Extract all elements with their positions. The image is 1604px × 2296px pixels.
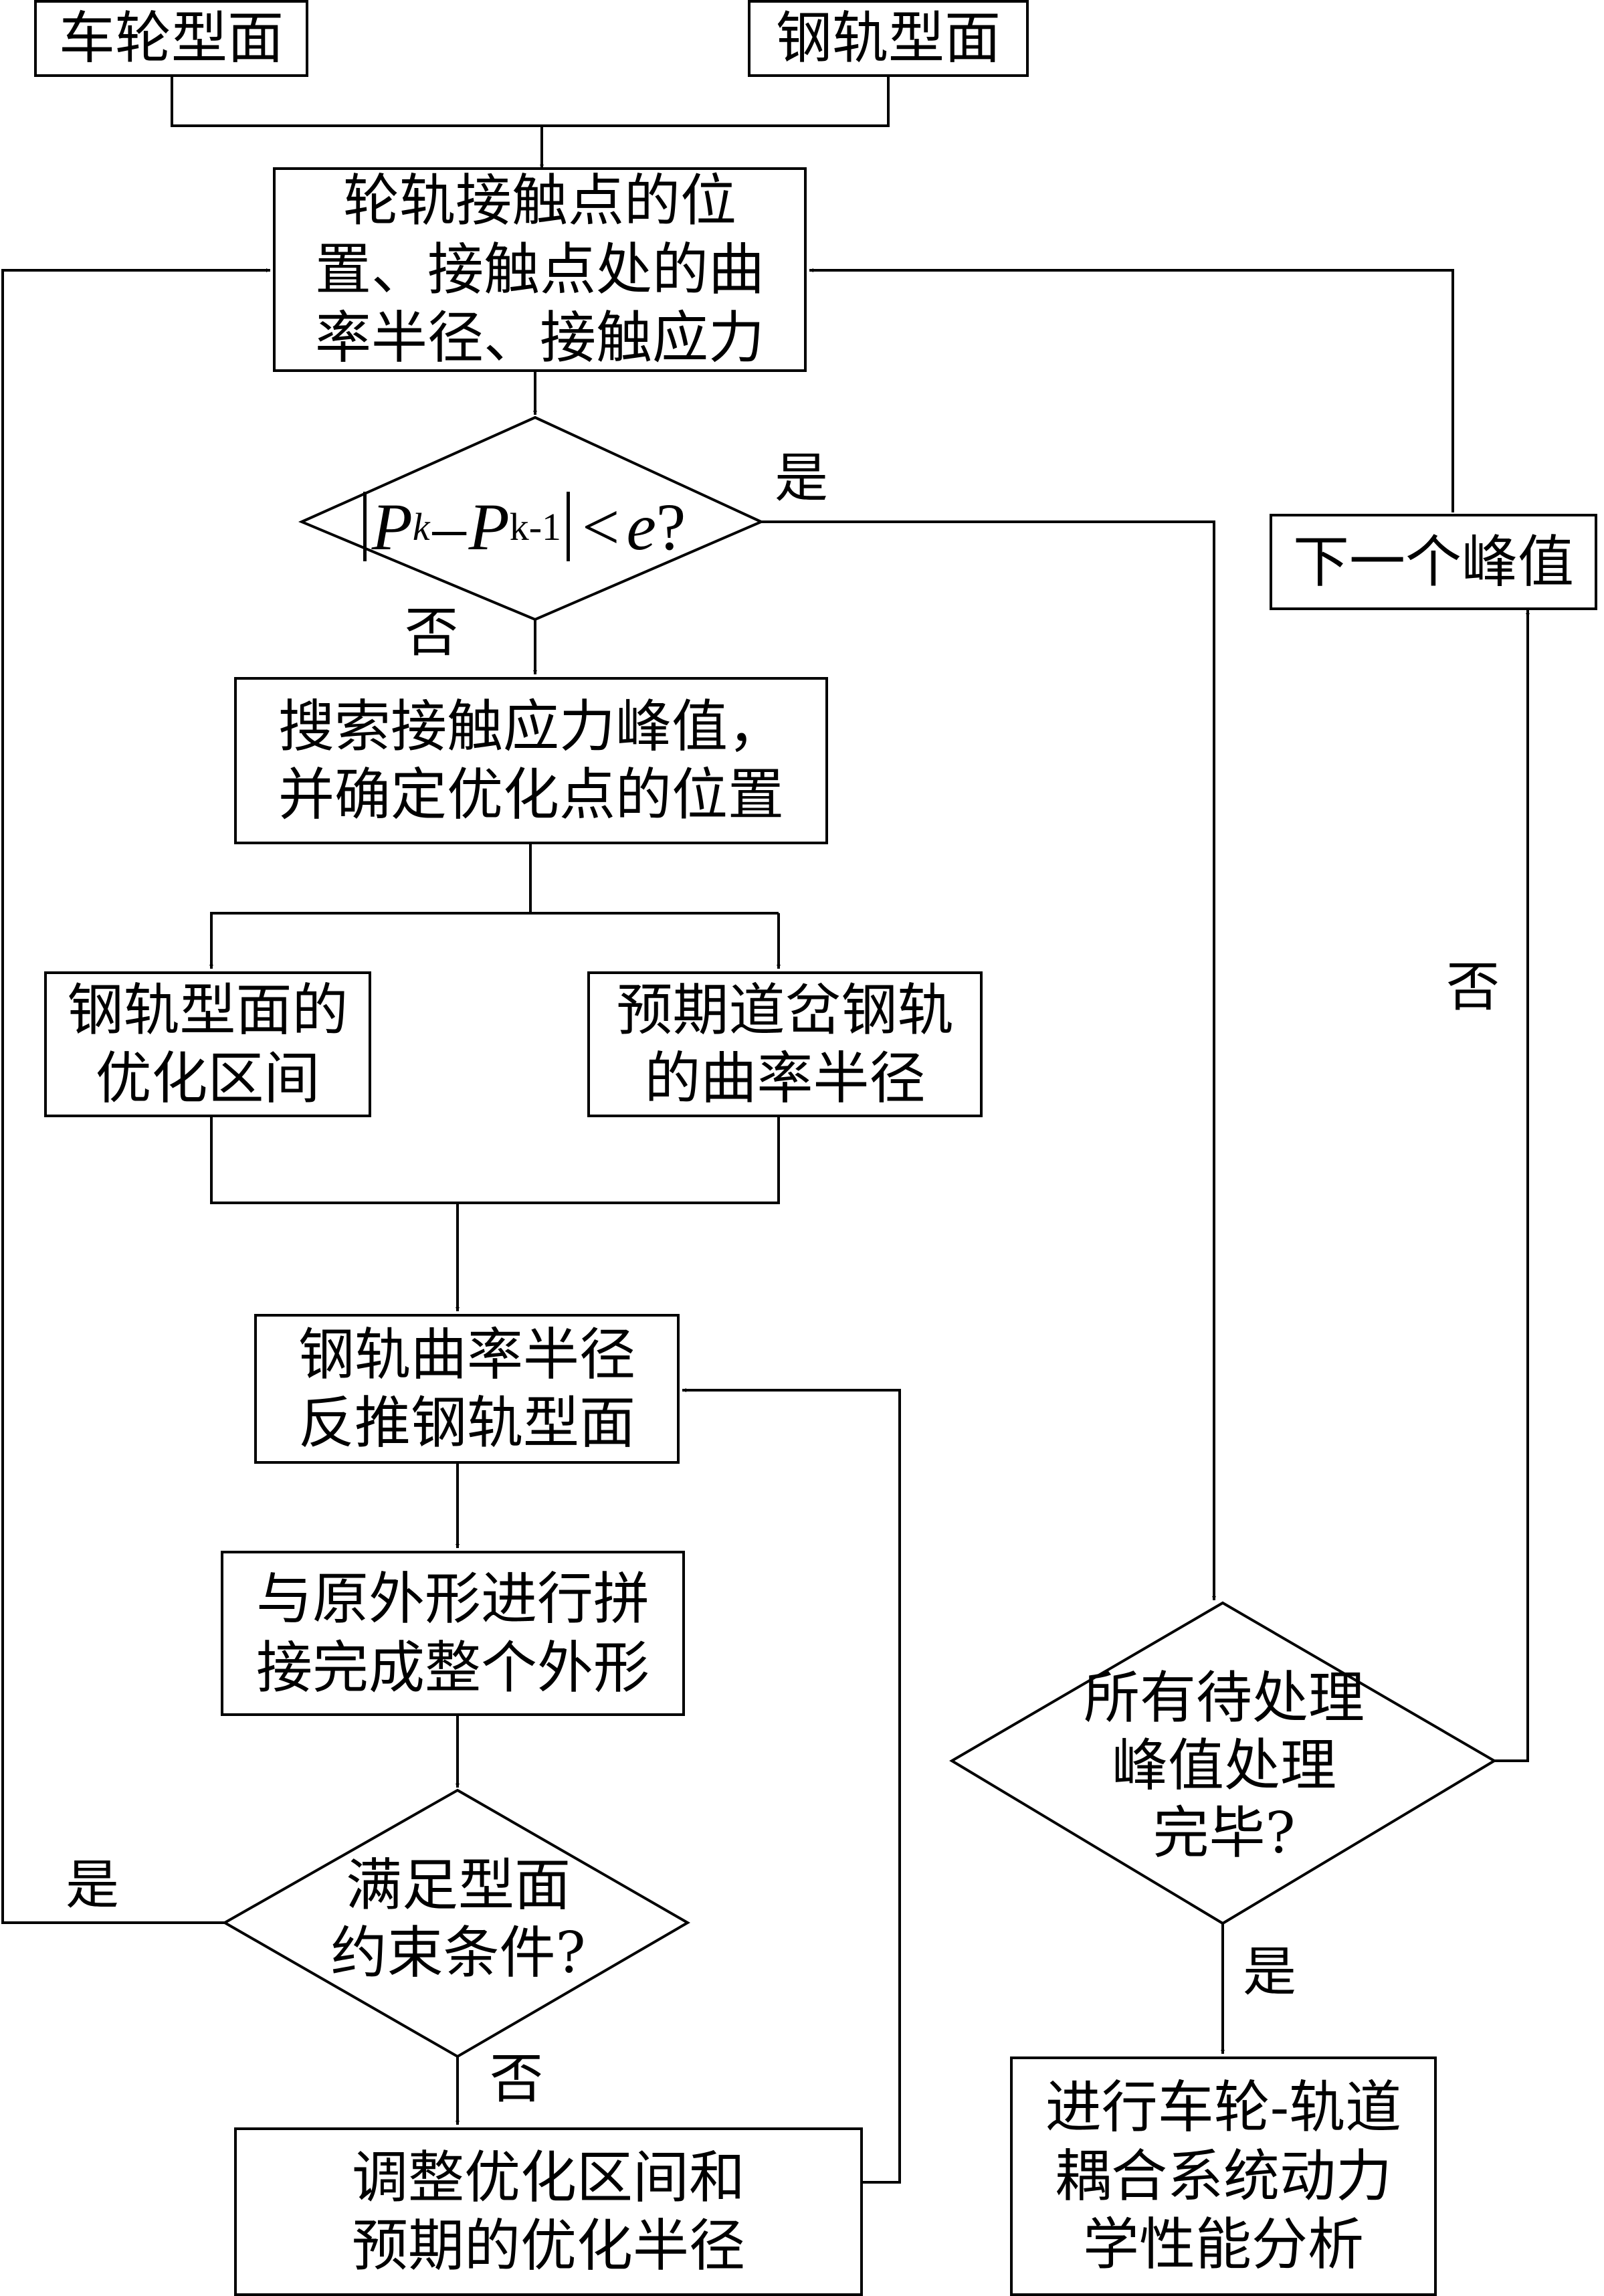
dynamics-line-2: 耦合系统动力 xyxy=(1054,2143,1392,2209)
arrow-constraint-yes-to-contact xyxy=(1,268,270,1924)
node-inverse-profile: 钢轨曲率半径 反推钢轨型面 xyxy=(254,1314,680,1464)
all-done-line-3: 完毕? xyxy=(1152,1800,1296,1866)
node-splice-profile: 与原外形进行拼 接完成整个外形 xyxy=(221,1551,685,1716)
node-search-peak: 搜索接触应力峰值， 并确定优化点的位置 xyxy=(234,677,828,844)
symbol-k: k xyxy=(412,504,430,549)
expected-line-2: 的曲率半径 xyxy=(644,1046,926,1111)
constraint-line-1: 满足型面 xyxy=(345,1852,571,1918)
expected-line-1: 预期道岔钢轨 xyxy=(616,977,954,1043)
node-optimization-interval: 钢轨型面的 优化区间 xyxy=(44,971,371,1117)
adjust-line-2: 预期的优化半径 xyxy=(351,2213,745,2279)
splice-line-2: 接完成整个外形 xyxy=(256,1634,649,1701)
dynamics-line-1: 进行车轮-轨道 xyxy=(1045,2075,1402,2141)
search-line-2: 并确定优化点的位置 xyxy=(278,762,784,828)
rail-profile-label: 钢轨型面 xyxy=(775,5,1001,72)
all-done-check-text: 所有待处理 峰值处理 完毕? xyxy=(1023,1664,1425,1867)
node-wheel-profile: 车轮型面 xyxy=(34,0,308,77)
dynamics-line-3: 学性能分析 xyxy=(1082,2212,1364,2278)
inverse-line-2: 反推钢轨型面 xyxy=(298,1390,635,1456)
node-next-peak: 下一个峰值 xyxy=(1270,514,1597,610)
symbol-p-prev: P xyxy=(468,489,510,564)
node-dynamics-analysis: 进行车轮-轨道 耦合系统动力 学性能分析 xyxy=(1010,2056,1437,2296)
symbol-minus: – xyxy=(432,489,466,564)
constraint-line-2: 约束条件? xyxy=(330,1919,586,1986)
splice-line-1: 与原外形进行拼 xyxy=(256,1566,649,1632)
constraint-check-text: 满足型面 约束条件? xyxy=(288,1852,629,1987)
abs-bar-right xyxy=(567,492,571,561)
label-yes-convergence: 是 xyxy=(775,447,828,509)
label-yes-all-done: 是 xyxy=(1243,1941,1296,2003)
node-adjust-parameters: 调整优化区间和 预期的优化半径 xyxy=(234,2127,863,2296)
label-no-convergence: 否 xyxy=(405,601,458,664)
symbol-k-minus-1: k-1 xyxy=(509,504,562,549)
label-no-constraint: 否 xyxy=(490,2048,543,2110)
contact-line-3: 率半径、接触应力 xyxy=(314,305,765,371)
search-line-1: 搜索接触应力峰值， xyxy=(278,693,784,759)
inverse-line-1: 钢轨曲率半径 xyxy=(298,1321,635,1388)
wheel-profile-label: 车轮型面 xyxy=(58,5,284,72)
all-done-line-2: 峰值处理 xyxy=(1111,1732,1336,1798)
all-done-line-1: 所有待处理 xyxy=(1083,1665,1365,1731)
node-contact-calculation: 轮轨接触点的位 置、接触点处的曲 率半径、接触应力 xyxy=(273,167,807,372)
connector-search-split xyxy=(209,843,532,969)
arrow-decision-yes-to-done xyxy=(761,520,1216,1600)
arrow-done-no-to-next-peak xyxy=(1494,610,1530,1762)
arrow-next-peak-to-contact xyxy=(809,268,1454,512)
label-no-all-done: 否 xyxy=(1446,956,1500,1018)
interval-line-1: 钢轨型面的 xyxy=(67,977,348,1043)
contact-line-2: 置、接触点处的曲 xyxy=(314,236,765,302)
arrow-adjust-back-to-inverse xyxy=(682,1388,901,2184)
symbol-less-than: < xyxy=(582,489,620,564)
node-rail-profile: 钢轨型面 xyxy=(748,0,1029,77)
symbol-p: P xyxy=(371,489,413,564)
next-peak-label: 下一个峰值 xyxy=(1292,529,1574,595)
label-yes-constraint: 是 xyxy=(66,1854,119,1916)
contact-line-1: 轮轨接触点的位 xyxy=(342,168,736,234)
connector-join xyxy=(210,1116,780,1204)
adjust-line-1: 调整优化区间和 xyxy=(351,2144,745,2210)
connector-wheel-to-merge xyxy=(171,76,890,127)
abs-bar-left xyxy=(363,492,367,561)
interval-line-2: 优化区间 xyxy=(95,1046,320,1111)
symbol-e: e xyxy=(626,489,656,564)
node-expected-radius: 预期道岔钢轨 的曲率半径 xyxy=(587,971,983,1117)
symbol-question: ? xyxy=(656,489,686,564)
